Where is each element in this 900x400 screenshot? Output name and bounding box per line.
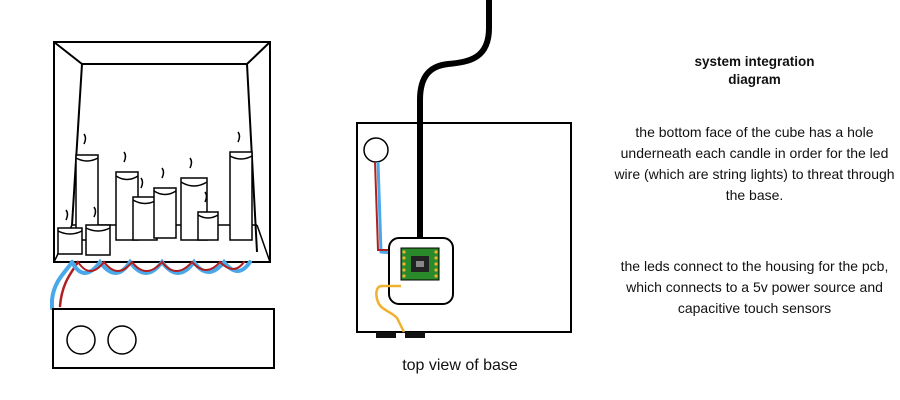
connector-right	[405, 332, 425, 338]
candle-cube	[50, 41, 275, 369]
pcb-board	[400, 247, 440, 281]
description-paragraph-2: the leds connect to the housing for the …	[620, 258, 889, 316]
touch-sensor-1	[66, 325, 96, 355]
candle	[153, 167, 177, 239]
candle	[197, 191, 219, 241]
led-wire	[375, 284, 406, 333]
description-paragraph-1: the bottom face of the cube has a hole u…	[614, 124, 895, 203]
connector-left	[376, 332, 396, 338]
touch-sensor-hole	[363, 137, 389, 163]
candle	[229, 131, 253, 241]
candle	[85, 206, 111, 256]
cube-edge-bottom-right	[256, 224, 271, 263]
cube-edge-left-inner	[71, 63, 83, 226]
candle	[75, 133, 99, 241]
power-cord	[417, 0, 492, 241]
candle	[57, 209, 83, 255]
touch-sensor-2	[107, 325, 137, 355]
led-string-wires	[50, 258, 252, 310]
base-caption: top view of base	[402, 357, 518, 374]
base-outline	[356, 122, 572, 333]
cube-edge-top-left	[53, 41, 83, 65]
cube-edge-top-right	[246, 41, 271, 65]
base-top-view	[356, 0, 572, 338]
